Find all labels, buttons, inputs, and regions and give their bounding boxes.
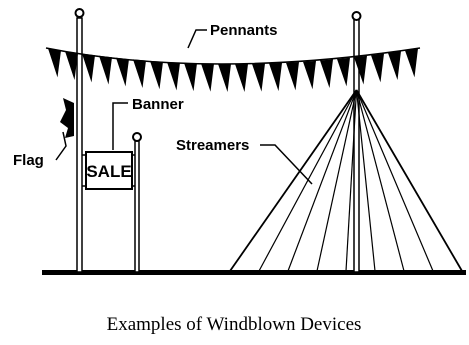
banner: SALE (82, 151, 135, 190)
flag-pointer (55, 131, 67, 161)
streamers-label: Streamers (176, 137, 249, 154)
pennant (150, 60, 163, 90)
pennant (388, 51, 401, 81)
banner-label: Banner (132, 96, 184, 113)
streamer (316, 89, 358, 272)
streamer (355, 89, 376, 272)
streamer (345, 89, 358, 272)
pennants-label: Pennants (210, 22, 278, 39)
pennant (99, 55, 112, 85)
pennant (218, 63, 231, 92)
pennant (371, 53, 384, 83)
pennants (48, 48, 418, 92)
banner-pointer (112, 102, 128, 150)
streamer (355, 89, 463, 272)
pennant (269, 62, 282, 92)
caption: Examples of Windblown Devices (107, 314, 362, 335)
banner-pole (132, 132, 142, 273)
pennant (303, 60, 316, 90)
pennant (201, 63, 214, 92)
streamer (287, 89, 358, 272)
pennant (252, 63, 265, 92)
pennant (48, 48, 61, 78)
ground-line (42, 270, 466, 275)
pennant (337, 57, 350, 87)
flag-pole (74, 8, 85, 273)
pennant (320, 59, 333, 88)
pennant (116, 57, 129, 87)
pennants-pointer (187, 29, 207, 49)
streamers (229, 89, 463, 272)
streamer (355, 89, 434, 272)
streamer-pole (351, 11, 362, 273)
flag (60, 98, 74, 138)
pennant (133, 59, 146, 88)
pennant (82, 53, 95, 83)
banner-text: SALE (86, 162, 131, 181)
streamer (355, 89, 405, 272)
pennant (235, 63, 248, 92)
pennant (65, 51, 78, 81)
streamers-pointer (260, 144, 313, 185)
pennant (405, 48, 418, 78)
pennant (167, 62, 180, 91)
pennant (354, 55, 367, 85)
pennant (286, 62, 299, 91)
streamer (229, 89, 358, 272)
pennant (184, 62, 197, 92)
flag-label: Flag (13, 152, 44, 169)
